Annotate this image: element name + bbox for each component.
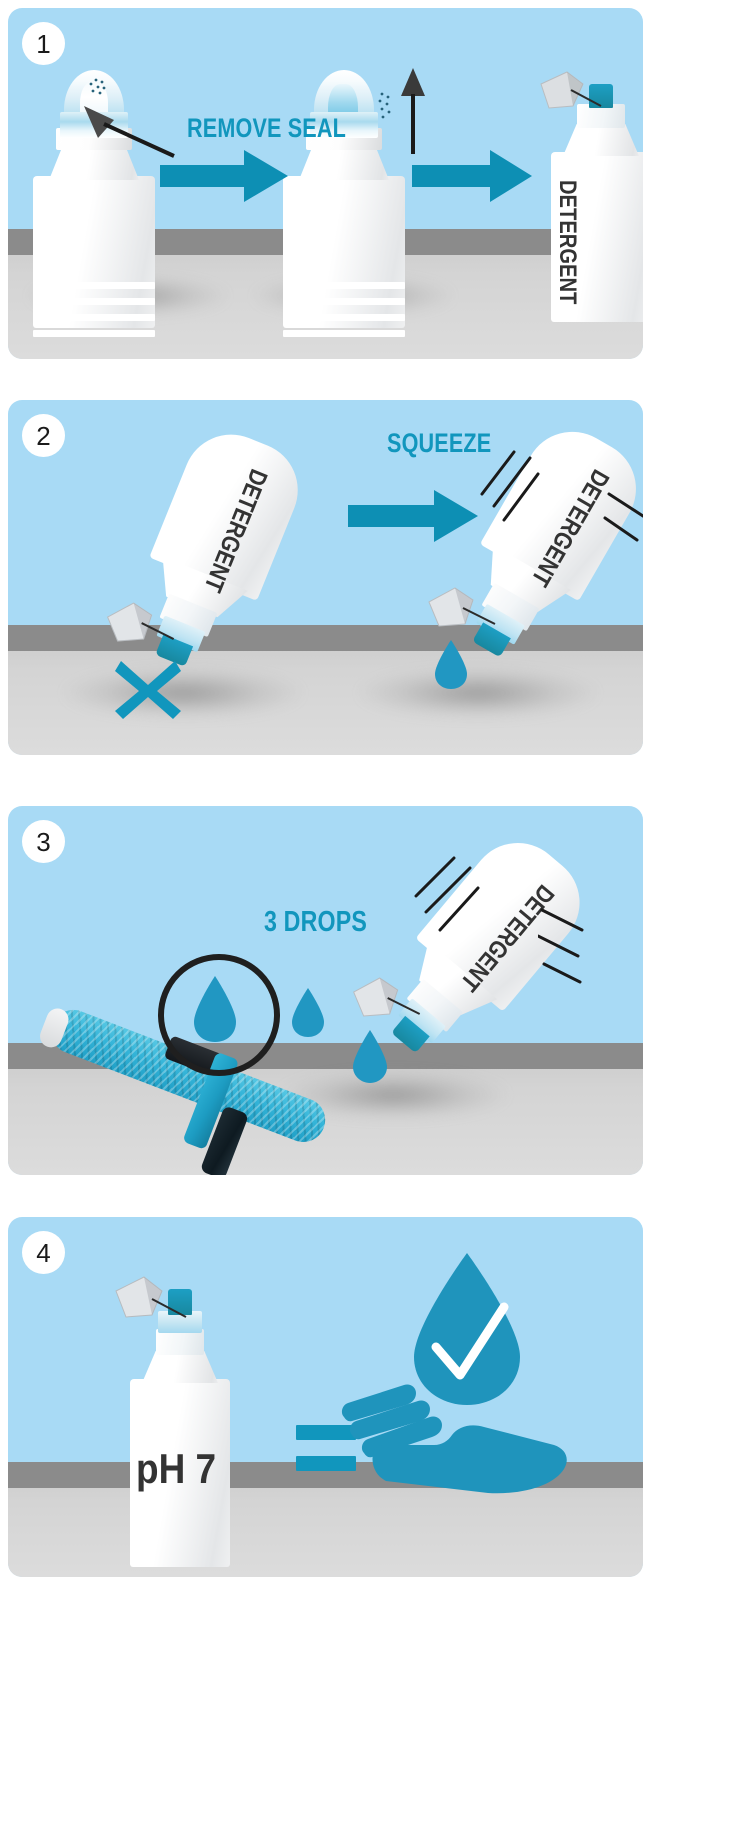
bottle-ph-label: pH 7 (136, 1445, 217, 1492)
water-drop-icon (292, 988, 324, 1037)
equals-sign-icon (296, 1425, 356, 1471)
seal-perforation-icon (378, 92, 391, 119)
bottle-seal-lifting (270, 66, 425, 337)
bottle-tilted-squeezed: DETERGENT (314, 806, 643, 1117)
foil-seal-flake-icon (353, 977, 421, 1017)
arrow-up-icon (401, 68, 425, 154)
bottle-ribs (283, 282, 405, 346)
step-panel-4: 4 pH 7 (8, 1217, 643, 1577)
progress-arrow-1-icon (160, 150, 288, 202)
step-1-badge: 1 (22, 22, 65, 65)
water-drop-icon (353, 1030, 387, 1083)
foil-seal-flake-icon (428, 587, 496, 627)
bottle-detergent-label: DETERGENT (554, 180, 581, 305)
foil-seal-flake-icon (107, 602, 175, 642)
progress-arrow-2-icon (412, 150, 532, 202)
motion-lines-icon (480, 450, 540, 522)
motion-lines-icon (603, 492, 643, 542)
water-drop-icon (435, 640, 467, 689)
drop-check-icon (414, 1253, 520, 1405)
bottle-ribs (33, 282, 155, 346)
bottle-tilted-squeezed: DETERGENT (384, 400, 643, 706)
bottle-detergent-open: DETERGENT (533, 70, 643, 324)
step-3-badge: 3 (22, 820, 65, 863)
highlight-circle (158, 954, 280, 1076)
bottle-sealed (20, 66, 175, 337)
squeeze-label: SQUEEZE (387, 428, 492, 458)
foil-seal-flake-icon (115, 1276, 187, 1318)
three-drops-label: 3 DROPS (264, 906, 367, 938)
floor-shadow (63, 668, 303, 718)
floor-shadow (358, 668, 598, 718)
motion-lines-icon (538, 908, 584, 984)
step-4-badge: 4 (22, 1231, 65, 1274)
step-panel-3: 3 3 DROPS (8, 806, 643, 1175)
progress-arrow-1-icon (348, 490, 478, 542)
step-2-badge: 2 (22, 414, 65, 457)
open-hand-icon (341, 1384, 567, 1494)
step-panel-1: 1 (8, 8, 643, 359)
foil-seal-flake-icon (540, 71, 602, 109)
step-panel-2: 2 DETERGENT SQUEEZE (8, 400, 643, 755)
remove-seal-label: REMOVE SEAL (187, 113, 346, 143)
seal-perforation-icon (89, 78, 106, 95)
motion-lines-icon (414, 856, 480, 932)
arrow-pointer-icon (84, 106, 175, 158)
cross-mark-icon (115, 661, 181, 719)
bottle-tilted-no-drop: DETERGENT (73, 400, 372, 693)
bottle-ph7: pH 7 (108, 1267, 248, 1567)
